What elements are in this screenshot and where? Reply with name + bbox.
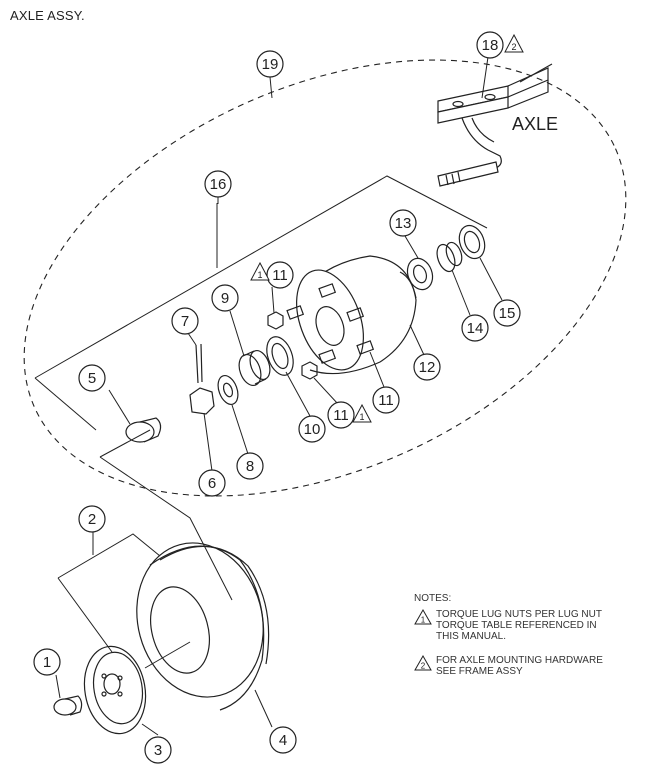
callout-8-circle (236, 452, 264, 480)
callout-10: 10 (304, 421, 321, 438)
callout-3-circle (144, 736, 172, 764)
callout-4-circle (269, 726, 297, 754)
bracket-2 (57, 533, 161, 579)
callout-8: 8 (246, 458, 254, 475)
washer (217, 374, 239, 406)
bracket-17 (34, 175, 488, 379)
callout-5-circle (78, 364, 106, 392)
callout-group (33, 31, 521, 764)
callout-14-circle (389, 209, 417, 237)
callout-4: 4 (279, 732, 287, 749)
leader-lines (55, 56, 503, 736)
axle (437, 63, 553, 187)
hub-cap (53, 695, 83, 716)
callout-1: 1 (43, 654, 51, 671)
bearing-cone-outer (238, 349, 271, 387)
dust-cap (125, 417, 162, 443)
flag-triangle-18 (504, 33, 524, 53)
callout-15: 14 (467, 320, 484, 337)
callout-9: 9 (221, 290, 229, 307)
callout-14: 13 (395, 215, 412, 232)
callout-2: 2 (88, 511, 96, 528)
flag-triangles (250, 33, 524, 423)
callout-18-circle (476, 31, 504, 59)
callout-18: 18 (482, 37, 499, 54)
callout-11b-circle (327, 401, 355, 429)
hub-assembly-boundary (23, 59, 627, 497)
svg-text:2: 2 (421, 662, 426, 671)
flag-label-11a: 1 (257, 270, 262, 280)
callout-9-circle (211, 284, 239, 312)
callout-11a-circle (266, 261, 294, 289)
callout-16-circle (493, 299, 521, 327)
callout-5: 5 (88, 370, 96, 387)
flag-triangle-11a (250, 261, 270, 281)
note-2-flag-icon: 2 (414, 655, 432, 671)
callout-15-circle (461, 314, 489, 342)
flag-triangle-11b (352, 403, 372, 423)
lug-nut-lower (301, 361, 318, 380)
callout-17: 16 (210, 176, 227, 193)
callout-19: 19 (262, 56, 279, 73)
callout-13-circle (413, 353, 441, 381)
note-1: 1 TORQUE LUG NUTS PER LUG NUT TORQUE TAB… (414, 609, 644, 642)
note-2-text: FOR AXLE MOUNTING HARDWARE SEE FRAME ASS… (436, 655, 603, 677)
bearing-cup (266, 336, 294, 376)
callout-11b: 11 (333, 407, 349, 424)
callout-7-circle (171, 307, 199, 335)
cotter-pin (195, 343, 203, 384)
callout-3: 3 (154, 742, 162, 759)
flag-label-18: 2 (511, 42, 516, 52)
wheel-rim (83, 645, 147, 735)
axle-label: AXLE (512, 114, 558, 134)
tire (136, 542, 270, 711)
flag-label-11b: 1 (359, 412, 364, 422)
callout-11a: 11 (272, 267, 288, 284)
callout-12: 11 (378, 392, 394, 409)
castle-nut (189, 387, 215, 415)
lug-nut-upper (267, 311, 284, 330)
notes-header: NOTES: (414, 593, 452, 604)
note-1-flag-icon: 1 (414, 609, 432, 625)
page-title: AXLE ASSY. (10, 8, 85, 23)
grease-seal (406, 257, 434, 291)
callout-13: 12 (419, 359, 436, 376)
callout-7: 7 (181, 313, 189, 330)
callout-1-circle (33, 648, 61, 676)
callout-10-circle (298, 415, 326, 443)
lug-studs (286, 283, 375, 364)
notes-block: NOTES: 1 TORQUE LUG NUTS PER LUG NUT TOR… (414, 593, 644, 690)
bearing-cone-inner (436, 241, 463, 273)
callout-16: 15 (499, 305, 516, 322)
callout-6: 6 (208, 475, 216, 492)
callout-17-circle (204, 170, 232, 198)
note-2: 2 FOR AXLE MOUNTING HARDWARE SEE FRAME A… (414, 655, 644, 677)
hub (296, 255, 417, 375)
bearing-cup-inner (458, 224, 486, 260)
callout-2-circle (78, 505, 106, 533)
svg-text:1: 1 (421, 616, 426, 625)
note-1-text: TORQUE LUG NUTS PER LUG NUT TORQUE TABLE… (436, 609, 602, 642)
callout-12-circle (372, 386, 400, 414)
callout-6-circle (198, 469, 226, 497)
callout-19-circle (256, 50, 284, 78)
